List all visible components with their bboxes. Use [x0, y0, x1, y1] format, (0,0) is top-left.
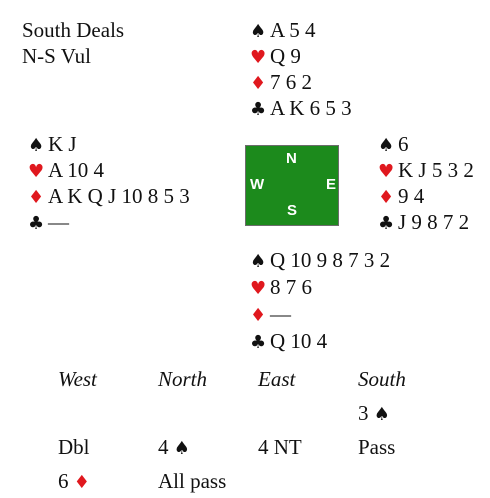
south-hearts-row: ♥8 7 6 [250, 274, 312, 300]
west-diamonds: A K Q J 10 8 5 3 [48, 184, 190, 208]
auction-bid: 6 ♦ [58, 468, 94, 494]
auction-header-north: North [158, 367, 208, 391]
south-hearts: 8 7 6 [270, 275, 312, 299]
east-hearts-row: ♥K J 5 3 2 [378, 157, 474, 183]
west-clubs-row: ♣— [28, 209, 69, 235]
west-hearts-row: ♥A 10 4 [28, 157, 104, 183]
club-icon: ♣ [378, 213, 395, 234]
compass-west: W [250, 176, 265, 193]
diamond-icon: ♦ [250, 305, 267, 326]
auction-bid: Dbl [58, 435, 90, 459]
south-spades: Q 10 9 8 7 3 2 [270, 248, 391, 272]
vulnerability-label: N-S Vul [22, 44, 91, 68]
south-clubs-row: ♣Q 10 4 [250, 328, 327, 354]
west-spades: K J [48, 132, 77, 156]
north-clubs-row: ♣A K 6 5 3 [250, 95, 352, 121]
auction-bid: Pass [358, 435, 396, 459]
spade-icon: ♠ [173, 438, 190, 459]
west-diamonds-row: ♦A K Q J 10 8 5 3 [28, 183, 190, 209]
compass-east: E [326, 176, 337, 193]
north-hearts: Q 9 [270, 44, 301, 68]
compass-north: N [286, 150, 297, 167]
spade-icon: ♠ [250, 251, 267, 272]
auction-header-west: West [58, 367, 97, 391]
south-diamonds-row: ♦— [250, 301, 291, 327]
west-hearts: A 10 4 [48, 158, 105, 182]
spade-icon: ♠ [250, 21, 267, 42]
heart-icon: ♥ [250, 278, 267, 299]
spade-icon: ♠ [28, 135, 45, 156]
diamond-icon: ♦ [378, 187, 395, 208]
north-spades: A 5 4 [270, 18, 316, 42]
east-diamonds: 9 4 [398, 184, 425, 208]
north-diamonds: 7 6 2 [270, 70, 312, 94]
east-clubs: J 9 8 7 2 [398, 210, 470, 234]
west-clubs: — [48, 210, 69, 234]
east-spades: 6 [398, 132, 409, 156]
auction-header-east: East [258, 367, 296, 391]
south-clubs: Q 10 4 [270, 329, 328, 353]
auction-bid: 4 NT [258, 435, 302, 459]
east-diamonds-row: ♦9 4 [378, 183, 424, 209]
diamond-icon: ♦ [73, 472, 90, 493]
east-spades-row: ♠6 [378, 131, 409, 157]
north-spades-row: ♠A 5 4 [250, 17, 316, 43]
diamond-icon: ♦ [250, 73, 267, 94]
compass-table: N W E S [245, 145, 339, 226]
compass-south: S [287, 202, 298, 219]
north-hearts-row: ♥Q 9 [250, 43, 301, 69]
auction-bid: All pass [158, 469, 227, 493]
south-spades-row: ♠Q 10 9 8 7 3 2 [250, 247, 390, 273]
club-icon: ♣ [28, 213, 45, 234]
diamond-icon: ♦ [28, 187, 45, 208]
north-diamonds-row: ♦7 6 2 [250, 69, 312, 95]
heart-icon: ♥ [378, 161, 395, 182]
dealer-label: South Deals [22, 18, 125, 42]
east-hearts: K J 5 3 2 [398, 158, 474, 182]
spade-icon: ♠ [378, 135, 395, 156]
auction-bid: 3 ♠ [358, 400, 394, 426]
auction-header-south: South [358, 367, 406, 391]
west-spades-row: ♠K J [28, 131, 77, 157]
south-diamonds: — [270, 302, 291, 326]
east-clubs-row: ♣J 9 8 7 2 [378, 209, 469, 235]
spade-icon: ♠ [373, 404, 390, 425]
north-clubs: A K 6 5 3 [270, 96, 352, 120]
club-icon: ♣ [250, 99, 267, 120]
auction-bid: 4 ♠ [158, 434, 194, 460]
heart-icon: ♥ [250, 47, 267, 68]
heart-icon: ♥ [28, 161, 45, 182]
club-icon: ♣ [250, 332, 267, 353]
